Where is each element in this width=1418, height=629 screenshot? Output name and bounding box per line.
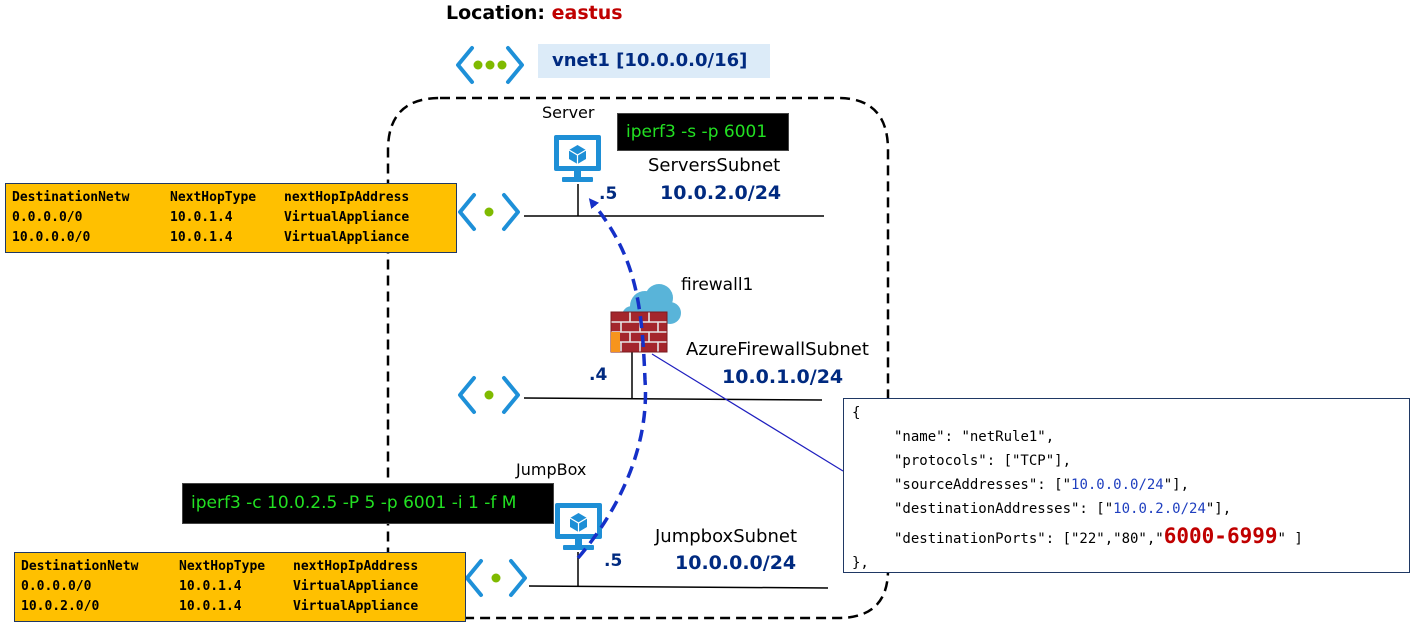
route-row: 10.0.2.0/0 10.0.1.4 VirtualAppliance <box>21 597 465 617</box>
json-source-value: 10.0.0.0/24 <box>1071 477 1164 493</box>
vnet-boundary <box>386 96 890 620</box>
route-destination: 0.0.0.0/0 <box>12 210 83 225</box>
jumpbox-subnet-icon <box>465 559 527 597</box>
jumpbox-ip-suffix: .5 <box>604 551 623 571</box>
firewall-subnet-line <box>523 397 823 401</box>
route-nexthop-type: VirtualAppliance <box>284 230 410 245</box>
location-value: eastus <box>551 2 623 24</box>
json-ports-prefix: ["22","80"," <box>1062 531 1164 547</box>
json-destination-close: "], <box>1205 501 1232 517</box>
server-command: iperf3 -s -p 6001 <box>617 113 789 151</box>
server-label: Server <box>542 103 595 122</box>
route-destination: 10.0.2.0/0 <box>21 599 100 614</box>
jumpbox-subnet-line <box>528 585 829 589</box>
route-nexthop-type: VirtualAppliance <box>293 579 419 594</box>
json-ports-range: 6000-6999 <box>1163 524 1278 548</box>
json-ports-line: "destinationPorts": ["22","80","6000-699… <box>852 521 1409 551</box>
firewall-subnet-name: AzureFirewallSubnet <box>686 339 869 360</box>
json-ports-suffix: " ] <box>1277 531 1303 547</box>
firewall-ip-suffix: .4 <box>589 365 608 385</box>
route-nexthop-type: VirtualAppliance <box>293 599 419 614</box>
json-close-brace: }, <box>852 555 869 571</box>
jumpbox-label: JumpBox <box>516 460 587 479</box>
route-nexthop-type: VirtualAppliance <box>284 210 410 225</box>
vnet-icon <box>456 46 524 84</box>
route-table-header: DestinationNetw NextHopType nextHopIpAddre… <box>21 557 465 577</box>
json-source-open: [" <box>1054 477 1072 493</box>
jumpbox-command: iperf3 -c 10.0.2.5 -P 5 -p 6001 -i 1 -f … <box>182 483 554 524</box>
firewall-subnet-cidr: 10.0.1.0/24 <box>722 366 844 388</box>
json-destination-open: [" <box>1096 501 1114 517</box>
json-ports-key: "destinationPorts": <box>894 531 1063 547</box>
json-destination-line: "destinationAddresses": ["10.0.2.0/24"], <box>852 497 1409 521</box>
json-destination-key: "destinationAddresses": <box>894 501 1097 517</box>
firewall-subnet-icon <box>458 376 520 414</box>
traffic-path <box>576 198 648 560</box>
json-name-value: "netRule1", <box>961 429 1055 445</box>
json-source-key: "sourceAddresses": <box>894 477 1055 493</box>
route-header-destination: DestinationNetw <box>12 190 130 205</box>
firewall-label: firewall1 <box>681 275 754 295</box>
jumpbox-subnet-cidr: 10.0.0.0/24 <box>675 552 797 574</box>
rule-callout-line <box>651 353 844 472</box>
json-source-line: "sourceAddresses": ["10.0.0.0/24"], <box>852 473 1409 497</box>
json-source-close: "], <box>1163 477 1190 493</box>
route-nexthop-address: 10.0.1.4 <box>170 230 233 245</box>
route-destination: 0.0.0.0/0 <box>21 579 92 594</box>
route-header-nexthop-type: NextHopType <box>179 559 266 574</box>
location-key: Location: <box>446 2 546 24</box>
route-row: 0.0.0.0/0 10.0.1.4 VirtualAppliance <box>21 577 465 597</box>
route-table-header: DestinationNetw NextHopType nextHopIpAddre… <box>12 188 456 208</box>
json-name-line: "name": "netRule1", <box>852 425 1409 449</box>
route-nexthop-address: 10.0.1.4 <box>170 210 233 225</box>
json-destination-value: 10.0.2.0/24 <box>1113 501 1206 517</box>
route-nexthop-address: 10.0.1.4 <box>179 599 242 614</box>
route-nexthop-address: 10.0.1.4 <box>179 579 242 594</box>
route-header-nexthop-ip: nextHopIpAddress <box>284 190 410 205</box>
jumpbox-vm-icon <box>555 503 602 550</box>
route-row: 10.0.0.0/0 10.0.1.4 VirtualAppliance <box>12 228 456 248</box>
json-protocols-key: "protocols": <box>894 453 1004 469</box>
route-table-bottom: DestinationNetw NextHopType nextHopIpAddre… <box>14 552 466 622</box>
jumpbox-subnet-name: JumpboxSubnet <box>655 526 798 547</box>
vnet-label: vnet1 [10.0.0.0/16] <box>538 44 770 78</box>
server-vm-icon <box>554 135 601 182</box>
firewall-icon <box>610 284 681 353</box>
route-header-nexthop-type: NextHopType <box>170 190 257 205</box>
server-ip-suffix: .5 <box>599 184 618 204</box>
json-protocols-value: ["TCP"], <box>1003 453 1072 469</box>
json-name-key: "name": <box>894 429 962 445</box>
servers-subnet-cidr: 10.0.2.0/24 <box>660 182 782 204</box>
route-header-nexthop-ip: nextHopIpAddress <box>293 559 419 574</box>
route-header-destination: DestinationNetw <box>21 559 139 574</box>
json-protocols-line: "protocols": ["TCP"], <box>852 449 1409 473</box>
net-rule-json: { "name": "netRule1", "protocols": ["TCP… <box>843 398 1410 573</box>
servers-subnet-name: ServersSubnet <box>648 155 781 176</box>
route-destination: 10.0.0.0/0 <box>12 230 91 245</box>
route-table-top: DestinationNetw NextHopType nextHopIpAddre… <box>5 183 457 253</box>
location-label: Location: eastus <box>446 2 623 24</box>
route-row: 0.0.0.0/0 10.0.1.4 VirtualAppliance <box>12 208 456 228</box>
servers-subnet-icon <box>458 193 520 231</box>
json-open-brace: { <box>852 405 861 421</box>
